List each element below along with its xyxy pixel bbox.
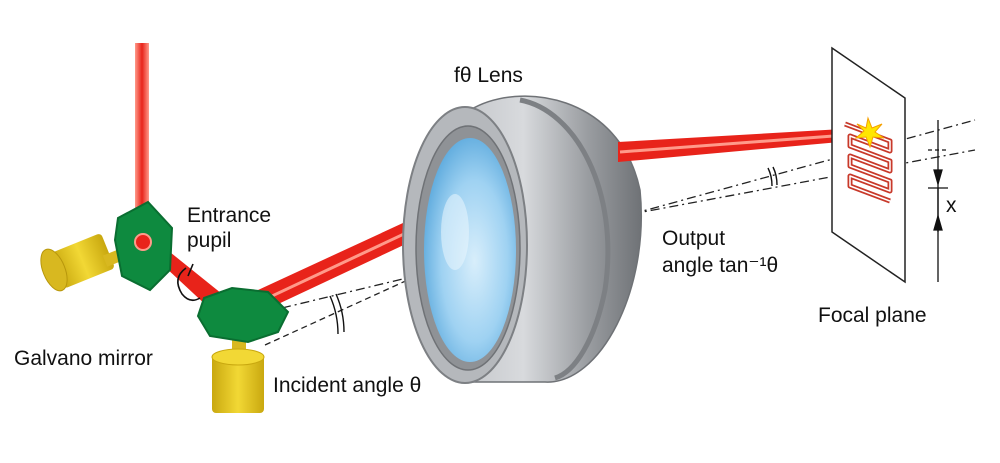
beam-lens-to-focal xyxy=(618,128,862,162)
lens-glass-highlight xyxy=(441,194,469,270)
incident-angle-label: Incident angle θ xyxy=(273,374,421,397)
focal-plane xyxy=(831,46,948,284)
output-angle-label-line1: Output xyxy=(662,227,725,250)
lower-galvano-mirror xyxy=(196,286,290,413)
x-dimension xyxy=(928,120,948,282)
lens-groove xyxy=(519,97,611,381)
ftheta-lens xyxy=(402,95,642,384)
incident-angle-arc xyxy=(329,293,345,335)
lower-mirror-plate xyxy=(196,286,290,344)
output-angle-arc xyxy=(767,166,778,187)
rotation-arrow-icon xyxy=(177,267,201,302)
laser-spark-icon xyxy=(854,116,885,149)
entrance-pupil-label-line2: pupil xyxy=(187,229,231,252)
lower-motor xyxy=(211,338,265,413)
lens-label: fθ Lens xyxy=(454,64,523,87)
output-angle-line xyxy=(631,119,976,215)
entrance-pupil-label-line1: Entrance xyxy=(187,204,271,227)
rotation-arrow-tick xyxy=(187,263,194,277)
beam-highlight-2 xyxy=(619,132,861,154)
output-angle-label-line2: angle tan⁻¹θ xyxy=(662,254,778,277)
lens-glass xyxy=(424,138,516,362)
galvano-mirror-label: Galvano mirror xyxy=(14,347,153,370)
output-axis-line xyxy=(631,149,976,215)
x-dimension-label: x xyxy=(946,194,957,217)
focal-plane-label: Focal plane xyxy=(818,304,927,327)
beam-incoming xyxy=(135,43,149,243)
upper-galvano-mirror xyxy=(40,200,174,292)
scan-pattern-inner xyxy=(844,123,891,202)
